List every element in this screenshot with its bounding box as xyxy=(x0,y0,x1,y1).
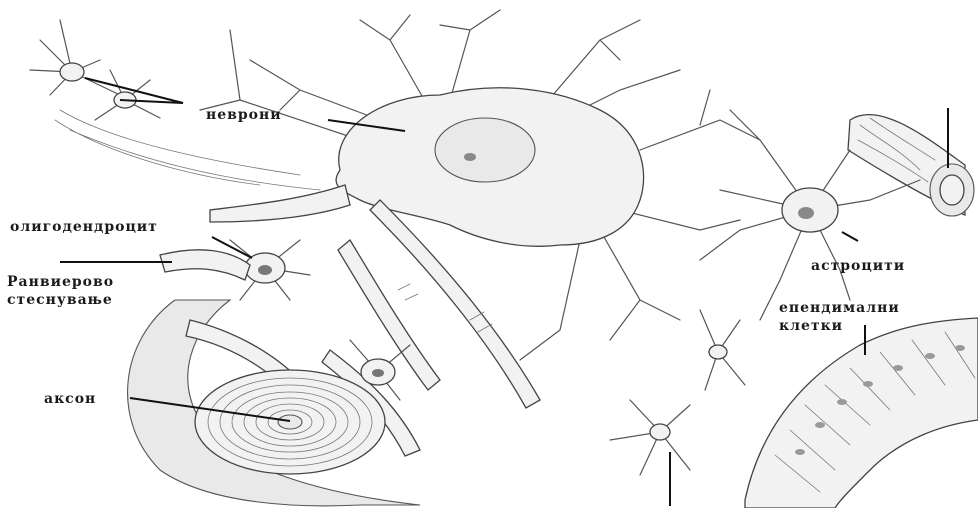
label-oligodendrocyte: олигодендроцит xyxy=(10,219,158,236)
label-ependymal-line2: клетки xyxy=(779,318,843,335)
label-astrocytes: астроцити xyxy=(811,258,905,275)
label-axon: аксон xyxy=(44,391,96,408)
label-ependymal-line1: епендимални xyxy=(779,300,900,317)
small-glial-cells xyxy=(610,310,745,475)
large-neuron xyxy=(200,10,760,360)
label-ranvier-node-line2: стеснување xyxy=(7,292,113,309)
small-neurons xyxy=(30,20,320,190)
label-neurons: неврони xyxy=(206,107,282,124)
label-ranvier-node-line1: Ранвиерово xyxy=(7,274,114,291)
ependymal-layer xyxy=(745,318,978,508)
myelin-spiral xyxy=(195,370,385,474)
